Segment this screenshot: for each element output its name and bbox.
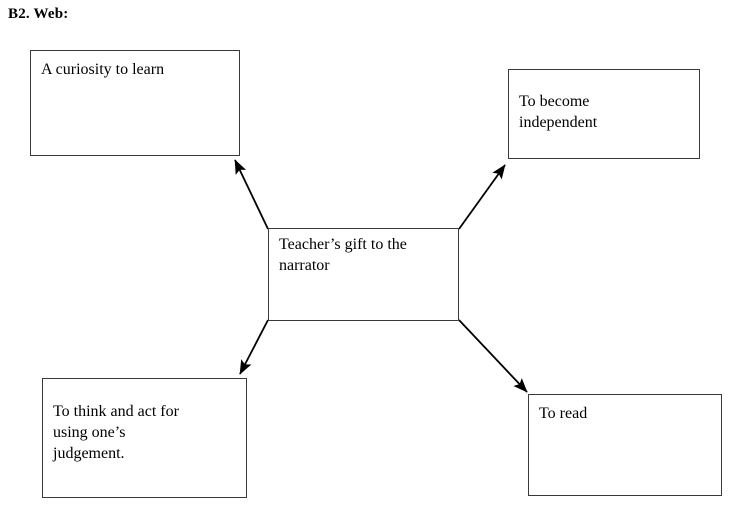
arrow-center-to-read (458, 319, 528, 393)
web-node-judgement-label: To think and act for using one’s judgeme… (53, 403, 179, 463)
web-node-curiosity-label: A curiosity to learn (41, 61, 165, 78)
web-node-independent[interactable]: To become independent (508, 69, 700, 159)
web-node-read-label: To read (539, 405, 588, 422)
arrow-center-to-independent (458, 164, 506, 230)
web-node-center-label: Teacher’s gift to the narrator (279, 236, 407, 275)
web-node-independent-label: To become independent (519, 93, 598, 132)
arrow-center-to-judgement (239, 319, 269, 375)
page-title: B2. Web: (8, 6, 69, 22)
arrow-center-to-curiosity (234, 159, 269, 230)
web-node-curiosity[interactable]: A curiosity to learn (30, 50, 240, 156)
web-node-center[interactable]: Teacher’s gift to the narrator (268, 228, 459, 321)
web-node-read[interactable]: To read (528, 394, 722, 496)
web-node-judgement[interactable]: To think and act for using one’s judgeme… (42, 378, 247, 498)
